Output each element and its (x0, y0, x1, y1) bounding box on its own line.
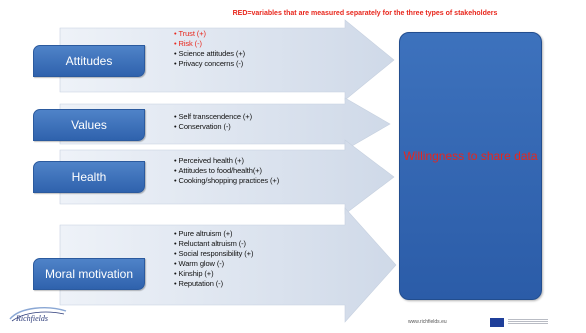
funding-text-graphic (508, 319, 548, 326)
factor-attitudes: Attitudes (33, 45, 145, 77)
list-item: Perceived health (+) (174, 156, 279, 166)
list-item: Warm glow (-) (174, 259, 253, 269)
list-item: Attitudes to food/health(+) (174, 166, 279, 176)
legend-note: RED=variables that are measured separate… (232, 10, 498, 17)
attitudes-items: Trust (+) Risk (-) Science attitudes (+)… (174, 29, 246, 69)
eu-flag-icon (490, 318, 504, 327)
footer-url: www.richfields.eu (408, 319, 447, 325)
moral-motivation-items: Pure altruism (+) Reluctant altruism (-)… (174, 229, 254, 289)
list-item: Social responsibility (+) (174, 249, 254, 259)
richfields-logo-icon (9, 307, 67, 322)
outcome-label: Willingness to share data (403, 149, 538, 163)
list-item: Cooking/shopping practices (+) (174, 176, 280, 186)
factor-label: Attitudes (65, 54, 113, 68)
factor-label: Moral motivation (44, 267, 134, 281)
list-item: Reputation (-) (174, 279, 253, 289)
list-item: Pure altruism (+) (174, 229, 253, 239)
list-item: Science attitudes (+) (174, 49, 246, 59)
factor-label: Values (71, 118, 107, 132)
factor-moral-motivation: Moral motivation (33, 258, 145, 290)
health-items: Perceived health (+) Attitudes to food/h… (174, 156, 280, 186)
list-item: Risk (-) (174, 39, 245, 49)
factor-label: Health (71, 170, 107, 184)
list-item: Kinship (+) (174, 269, 253, 279)
outcome-box (399, 32, 542, 300)
list-item: Self transcendence (+) (174, 112, 253, 122)
factor-values: Values (33, 109, 145, 141)
list-item: Trust (+) (174, 29, 245, 39)
list-item: Reluctant altruism (-) (174, 239, 253, 249)
logo-text: Richfields (16, 314, 48, 323)
values-items: Self transcendence (+) Conservation (-) (174, 112, 253, 132)
factor-health: Health (33, 161, 145, 193)
list-item: Privacy concerns (-) (174, 59, 245, 69)
list-item: Conservation (-) (174, 122, 252, 132)
